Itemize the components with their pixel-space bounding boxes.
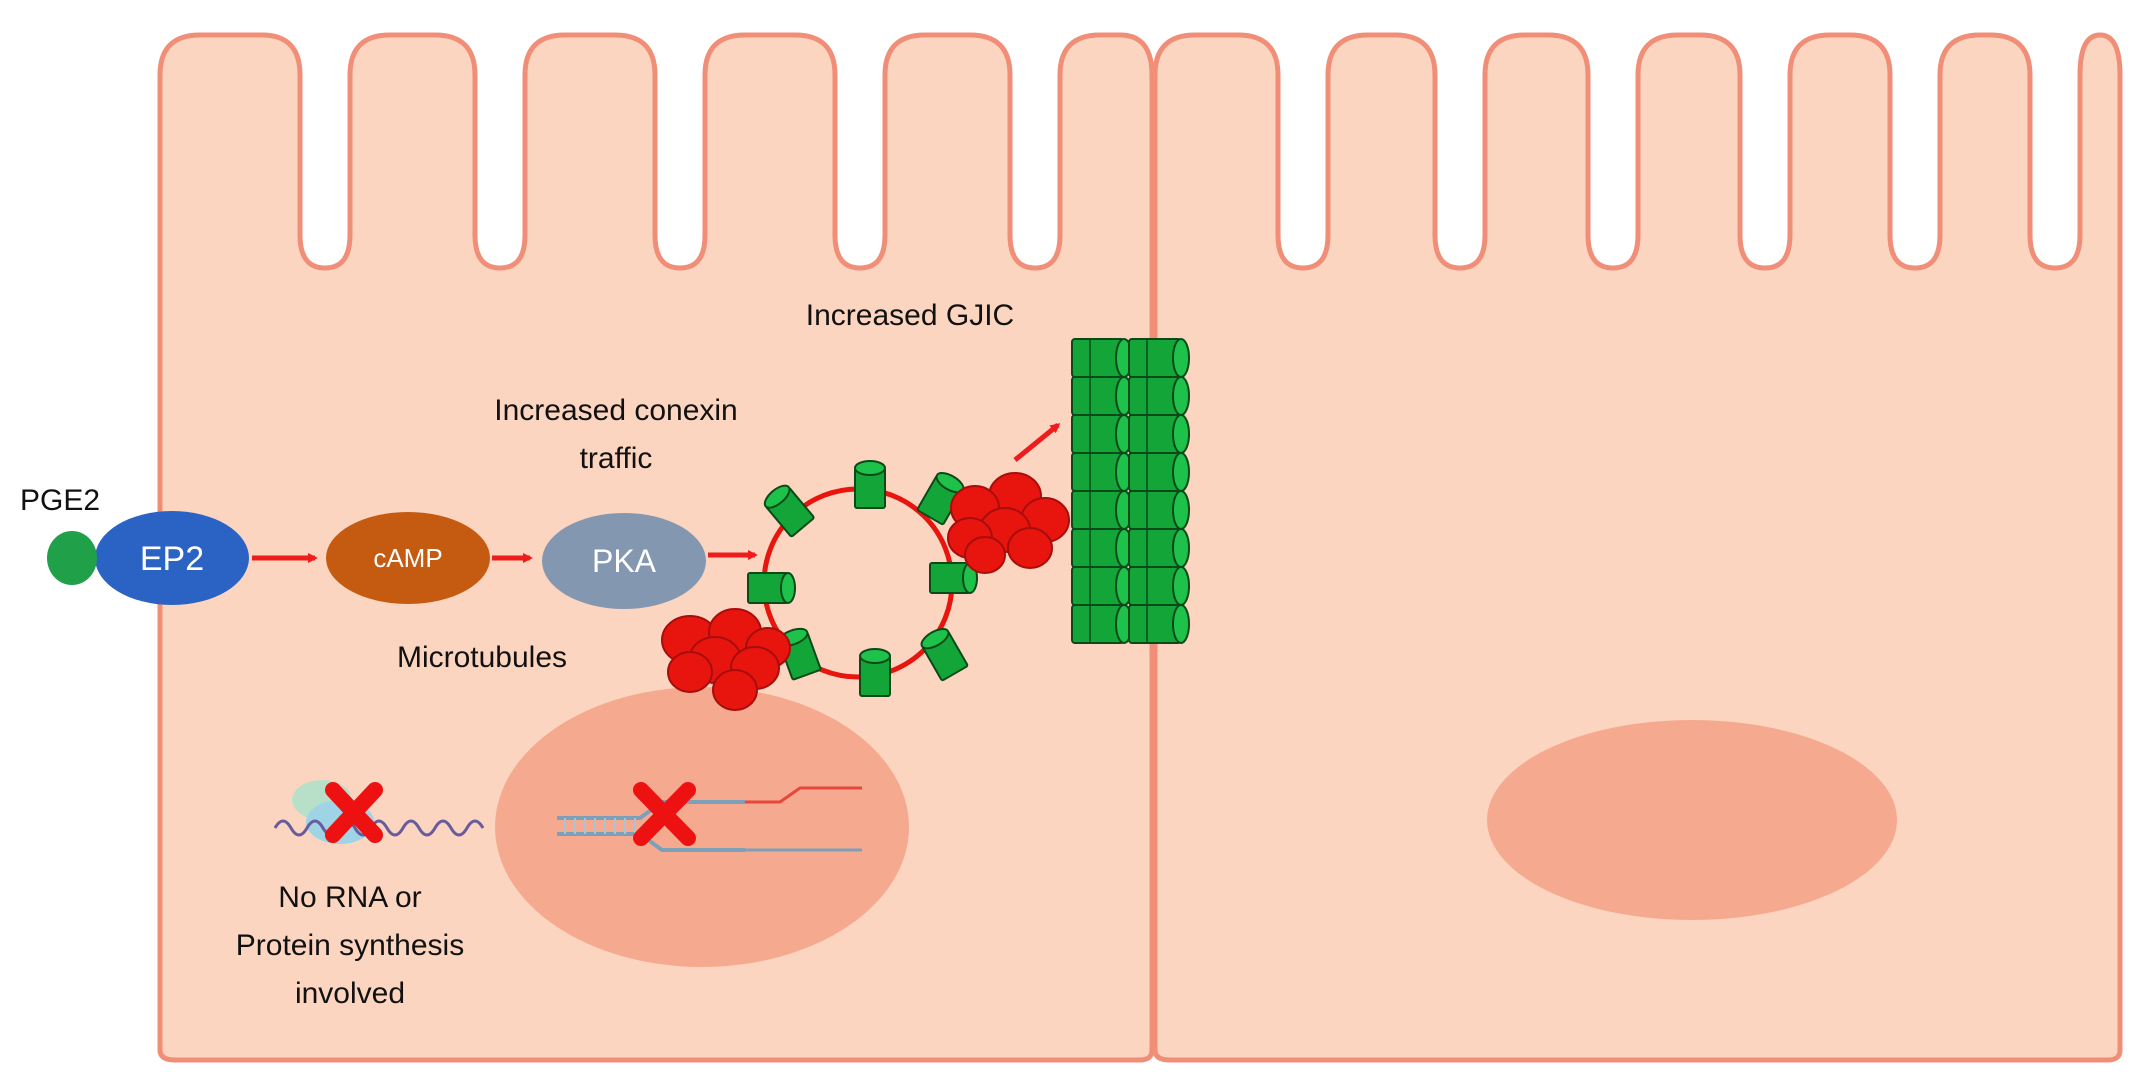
- note-line1: No RNA or: [278, 881, 421, 914]
- pka-label: PKA: [592, 543, 657, 579]
- traffic-label-line2: traffic: [580, 442, 653, 475]
- camp-node: [326, 512, 490, 604]
- pge2-ligand-icon: [47, 531, 97, 585]
- transcription-blocked-x-icon: [633, 782, 696, 846]
- right-nucleus: [1487, 720, 1897, 920]
- ep2-label: EP2: [140, 540, 204, 578]
- red-cluster-lower: [661, 608, 791, 711]
- gap-junction-stack: [1071, 338, 1190, 644]
- camp-label: cAMP: [373, 543, 442, 573]
- note-line3: involved: [295, 977, 405, 1010]
- traffic-label-line1: Increased conexin: [494, 394, 738, 427]
- translation-blocked-x-icon: [325, 782, 383, 843]
- ep2-receptor: [95, 511, 249, 605]
- gjic-label: Increased GJIC: [806, 299, 1014, 332]
- left-nucleus: [495, 687, 909, 967]
- note-line2: Protein synthesis: [236, 929, 464, 962]
- red-cluster-upper: [947, 472, 1070, 574]
- arrow-to-gap-junction: [1013, 423, 1061, 462]
- pka-node: [542, 513, 706, 609]
- pge2-label: PGE2: [20, 484, 100, 517]
- microtubules-label: Microtubules: [397, 641, 567, 674]
